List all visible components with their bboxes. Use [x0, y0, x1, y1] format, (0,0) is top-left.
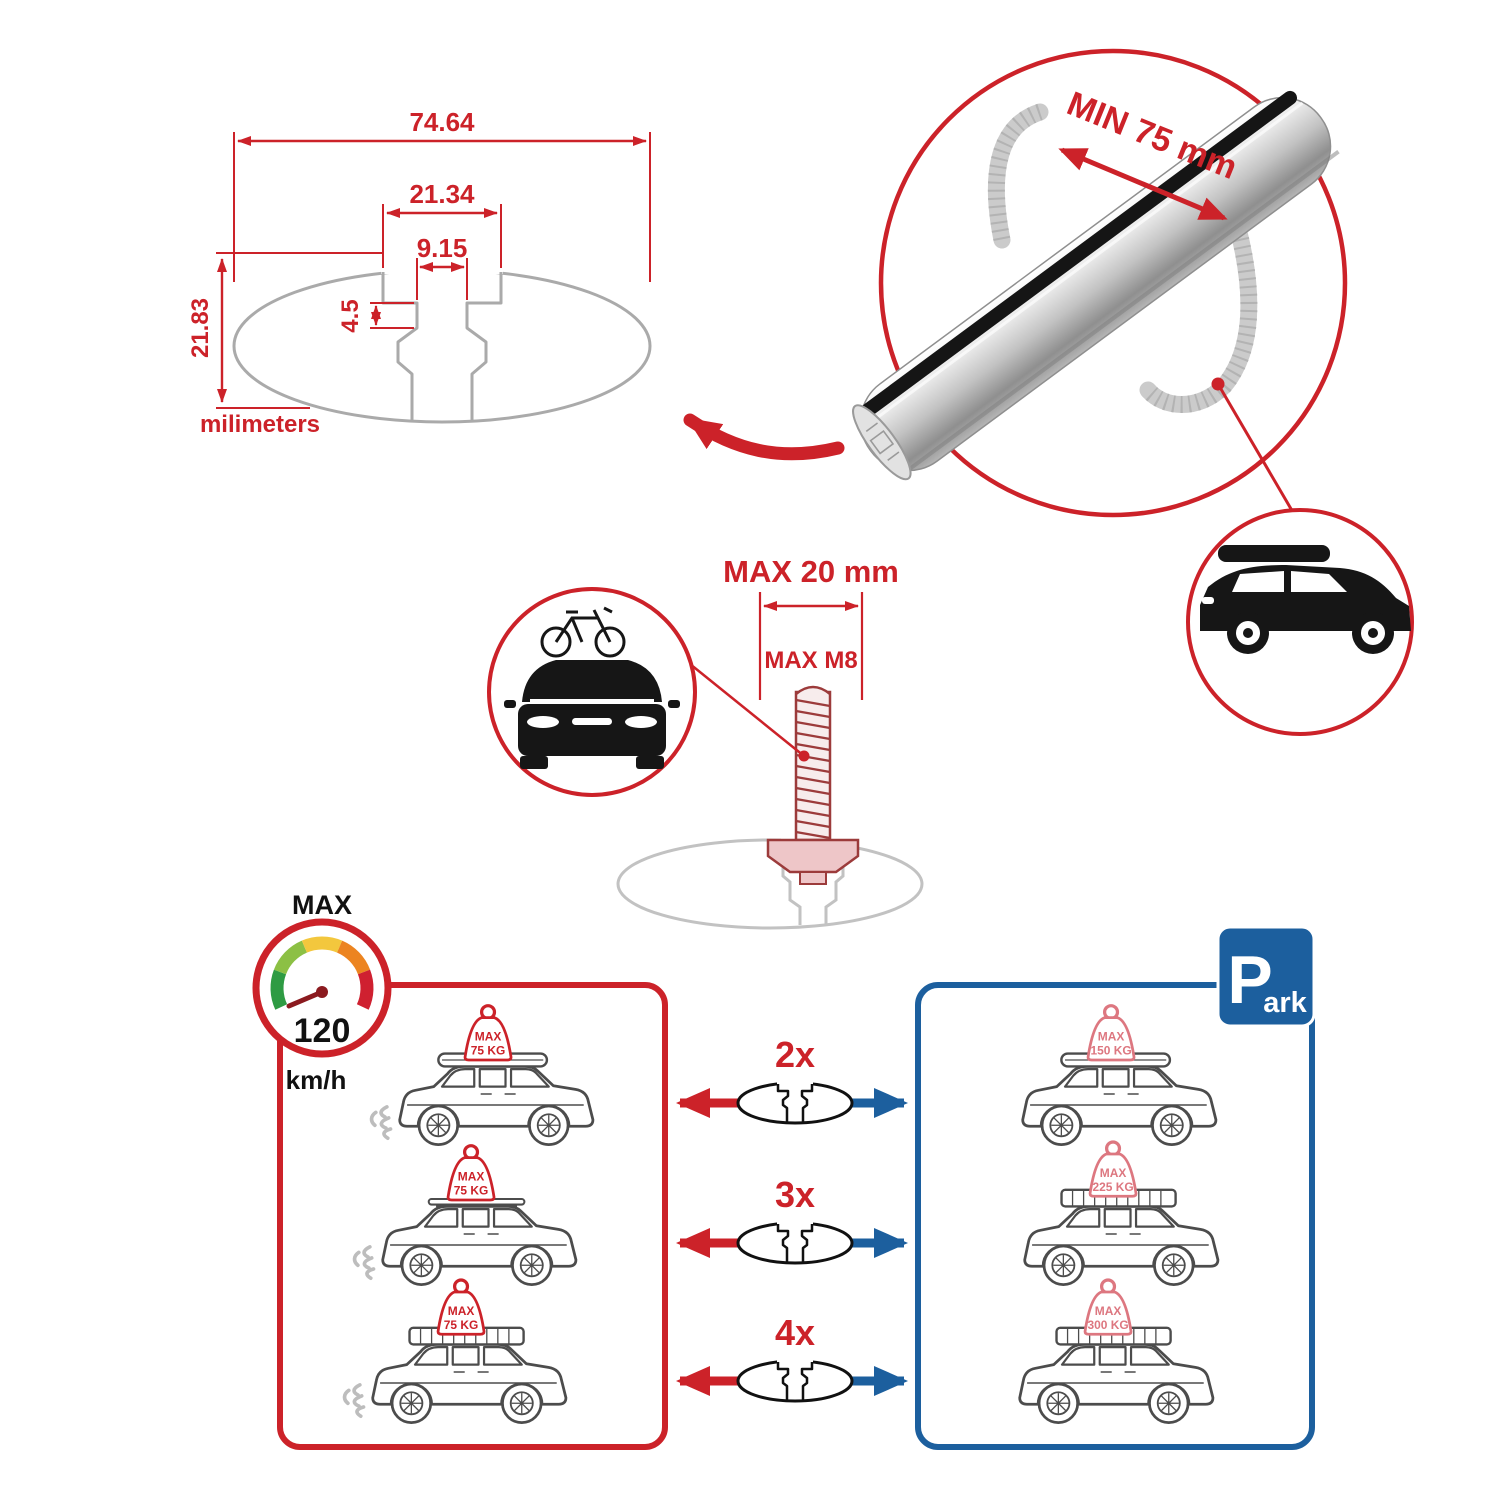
- drive-load-label-2: MAX: [458, 1170, 485, 1184]
- drive-car-2: MAX 75 KG: [352, 1144, 578, 1286]
- dim-ext-total-width: [233, 132, 651, 282]
- min-span-arrow: [1058, 147, 1228, 221]
- dim-lip-label: 4.5: [337, 299, 364, 332]
- bike-icon: [540, 606, 626, 658]
- row-count-2: 3x: [775, 1174, 815, 1215]
- drive-load-label-3: MAX: [448, 1304, 475, 1318]
- dim-channel-outer-label: 21.34: [409, 179, 475, 209]
- parking-sign: P ark: [1216, 925, 1316, 1028]
- profile-oval: [232, 268, 652, 424]
- park-car-3: MAX 300 KG: [1018, 1278, 1215, 1424]
- comparison-row-3: 4x: [676, 1312, 908, 1403]
- suv-silhouette-windows: [1232, 571, 1347, 592]
- roof-load-sign: MAX 75 KG: [446, 1144, 496, 1202]
- drive-load-value-3: 75 KG: [444, 1318, 479, 1332]
- gauge-arc: [270, 936, 374, 1010]
- roof-box-silhouette: [1218, 545, 1330, 562]
- ghost-t-slot: [781, 843, 845, 925]
- speed-value: 120: [294, 1012, 351, 1050]
- t-bolt: [766, 685, 860, 885]
- crossbar-detail-circle: MIN 75 mm: [852, 48, 1348, 518]
- roof-load-sign: MAX 75 KG: [436, 1278, 486, 1336]
- bar-end-cap: [852, 404, 912, 481]
- dim-ext-lip: [370, 302, 414, 329]
- speed-units: km/h: [286, 1065, 347, 1095]
- drive-car-3: MAX 75 KG: [342, 1278, 568, 1424]
- parking-sign-suffix: ark: [1263, 987, 1307, 1019]
- bar-to-profile-arrow: [683, 413, 845, 461]
- comparison-row-1: 2x: [676, 1034, 908, 1125]
- parking-sign-board: [1216, 925, 1316, 1028]
- bike-car-callout-dot: [798, 750, 810, 762]
- drive-load-label-1: MAX: [475, 1030, 502, 1044]
- suv-headlight: [1202, 597, 1214, 604]
- drive-load-value-2: 75 KG: [454, 1183, 489, 1197]
- gauge-pivot: [316, 986, 328, 998]
- dim-total-height-label: 21.83: [187, 298, 214, 358]
- roof-load-sign: MAX 75 KG: [463, 1004, 513, 1062]
- bolt-t-stem: [799, 871, 827, 885]
- suv-with-roofbox-icon: [1200, 545, 1411, 654]
- park-load-value-1: 150 KG: [1090, 1043, 1131, 1057]
- profile-dimension-diagram: 74.64 21.34 9.15 4.5 21.83 milimeters: [187, 107, 652, 438]
- row-count-1: 2x: [775, 1034, 815, 1075]
- dim-ext-channel-inner: [416, 258, 468, 300]
- roof-load-sign: MAX 225 KG: [1088, 1140, 1138, 1198]
- bar-end-ribs: [865, 422, 900, 461]
- dim-channel-inner-label: 9.15: [417, 233, 468, 263]
- clamp-hook-right: [1139, 191, 1258, 413]
- row-count-3: 4x: [775, 1312, 815, 1353]
- park-load-label-2: MAX: [1100, 1166, 1127, 1180]
- bike-car-circle: [487, 587, 810, 797]
- park-load-label-1: MAX: [1098, 1030, 1125, 1044]
- dim-ext-channel-outer: [382, 204, 502, 268]
- drive-load-value-1: 75 KG: [471, 1043, 506, 1057]
- car-front-icon: [504, 660, 680, 769]
- park-car-2: MAX 225 KG: [1023, 1140, 1220, 1286]
- callout-line: [1216, 383, 1296, 515]
- max-channel-width-label: MAX 20 mm: [723, 554, 899, 589]
- profile-opening-gap: [381, 264, 503, 274]
- bolt-dim-ext: [758, 592, 864, 700]
- park-load-label-3: MAX: [1095, 1304, 1122, 1318]
- clamp-hook-left: [987, 103, 1049, 249]
- suv-hub-rear: [1368, 628, 1378, 638]
- park-car-1: MAX 150 KG: [1021, 1004, 1218, 1146]
- parking-sign-letter: P: [1227, 942, 1272, 1018]
- max-thread-label: MAX M8: [764, 647, 857, 674]
- park-load-value-3: 300 KG: [1087, 1318, 1128, 1332]
- bolt-threads: [795, 698, 831, 840]
- roof-load-sign: MAX 150 KG: [1086, 1004, 1136, 1062]
- bolt-tip: [795, 685, 831, 695]
- drive-car-1: MAX 75 KG: [369, 1004, 595, 1146]
- bar-shadow-edge: [903, 149, 1340, 475]
- speed-gauge: MAX 120 km/h: [252, 890, 392, 1095]
- bolt-detail: MAX 20 mm MAX M8: [487, 554, 924, 930]
- bike-car-callout-line: [689, 663, 805, 757]
- suv-hub-front: [1243, 628, 1253, 638]
- comparison-row-2: 3x: [676, 1174, 908, 1265]
- park-load-value-2: 225 KG: [1092, 1180, 1133, 1194]
- speed-max-label: MAX: [292, 890, 352, 920]
- units-label: milimeters: [200, 411, 320, 438]
- dim-ext-total-height: [216, 252, 382, 409]
- dim-total-width-label: 74.64: [409, 107, 475, 137]
- roof-load-sign: MAX 300 KG: [1083, 1278, 1133, 1336]
- roofbox-car-circle: [1186, 508, 1414, 736]
- bolt-t-head: [766, 838, 860, 874]
